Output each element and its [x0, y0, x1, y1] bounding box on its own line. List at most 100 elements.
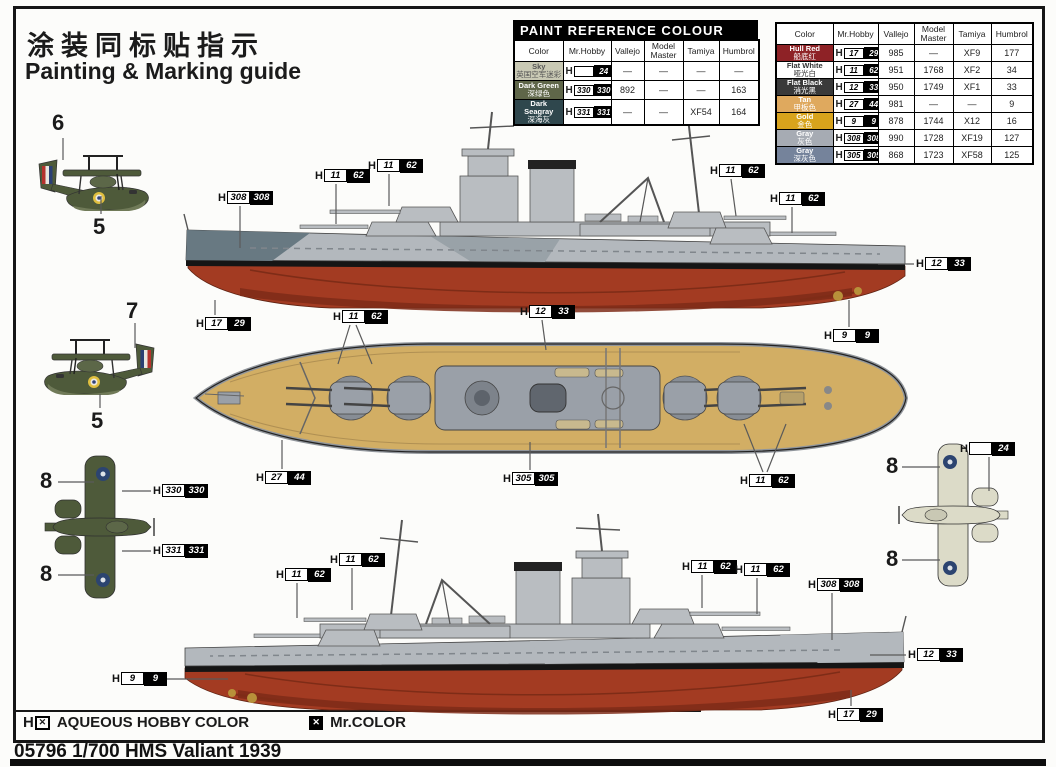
aqueous-code-box: 308	[816, 578, 840, 591]
paint-code: 878	[877, 112, 915, 130]
decal-number-label: 8	[40, 468, 53, 493]
paint-code: —	[913, 95, 954, 113]
paint-code: XF2	[952, 61, 992, 79]
decal-number-label: 8	[886, 546, 899, 571]
aqueous-code-box: 305	[511, 472, 535, 485]
column-header: Tamiya	[682, 39, 720, 62]
paint-code: —	[913, 44, 954, 62]
mr-color-code-box: 9	[143, 671, 167, 686]
aqueous-code-box	[968, 442, 992, 455]
mr-color-code-box: 9	[855, 328, 879, 343]
mr-color-code-box: 62	[741, 163, 765, 178]
column-header: Vallejo	[877, 22, 915, 45]
paint-code: XF9	[952, 44, 992, 62]
mr-color-code-box: 62	[399, 158, 423, 173]
mr-color-code-box: 330	[184, 483, 208, 498]
column-header: Vallejo	[610, 39, 645, 62]
column-header: Model Master	[913, 22, 954, 45]
paint-code: 990	[877, 129, 915, 147]
aqueous-code-box: 11	[376, 159, 400, 172]
mr-color-code-box: 44	[287, 470, 311, 485]
paint-code: X12	[952, 112, 992, 130]
aqueous-code-box: 308	[226, 191, 250, 204]
paint-code: XF58	[952, 146, 992, 165]
mr-color-code-box: 308	[839, 577, 863, 592]
mr-color-code-box: 24	[593, 65, 610, 77]
aqueous-code-box: 330	[161, 484, 185, 497]
legend-aqueous-label: AQUEOUS HOBBY COLOR	[56, 714, 250, 731]
paint-code: XF1	[952, 78, 992, 96]
paint-code: 950	[877, 78, 915, 96]
paint-code: 892	[610, 80, 645, 100]
paint-code: —	[610, 61, 645, 81]
mr-color-code-box: 331	[593, 106, 610, 118]
aqueous-code-box: 12	[843, 81, 864, 93]
paint-code: —	[718, 61, 760, 81]
mr-color-code-box: 62	[771, 473, 795, 488]
mr-color-code-box: 62	[346, 168, 370, 183]
paint-code: 16	[990, 112, 1034, 130]
legend-h-prefix: H	[23, 714, 34, 731]
mr-color-code-box: 62	[361, 552, 385, 567]
paint-code: 868	[877, 146, 915, 165]
paint-code: 1723	[913, 146, 954, 165]
mr-color-code-box: 33	[939, 647, 963, 662]
mr-color-code-box: 305	[534, 471, 558, 486]
legend-divider-line	[13, 710, 701, 712]
paint-code: 33	[990, 78, 1034, 96]
column-header: Mr.Hobby	[562, 39, 612, 62]
aqueous-code-box: 11	[690, 560, 714, 573]
column-header: Tamiya	[952, 22, 992, 45]
column-header: Color	[775, 22, 834, 45]
paint-code: 981	[877, 95, 915, 113]
mr-color-code-box: 331	[184, 543, 208, 558]
paint-code: XF19	[952, 129, 992, 147]
aqueous-code-box	[573, 65, 594, 77]
aqueous-code-box: 12	[528, 305, 552, 318]
mr-color-code-box: 44	[863, 98, 877, 110]
mr-color-code-box: 62	[713, 559, 737, 574]
aqueous-code-box: 11	[284, 568, 308, 581]
aqueous-checkbox-icon: ✕	[34, 715, 50, 730]
mr-color-code-box: 308	[863, 132, 877, 144]
paint-code: —	[610, 99, 645, 126]
paint-code: 177	[990, 44, 1034, 62]
paint-reference-table-title: PAINT REFERENCE COLOUR	[513, 20, 758, 39]
legend-mr-color-label: Mr.COLOR	[330, 714, 406, 731]
page-title-english: Painting & Marking guide	[25, 58, 302, 84]
mr-color-code-box: 305	[863, 149, 877, 161]
paint-code: 1768	[913, 61, 954, 79]
kit-number-and-name: 05796 1/700 HMS Valiant 1939	[14, 741, 282, 762]
paint-code: 1744	[913, 112, 954, 130]
bottom-black-bar	[10, 759, 1046, 766]
column-header: Model Master	[643, 39, 684, 62]
mr-color-code-box: 62	[364, 309, 388, 324]
aqueous-code-box: 331	[573, 106, 594, 118]
